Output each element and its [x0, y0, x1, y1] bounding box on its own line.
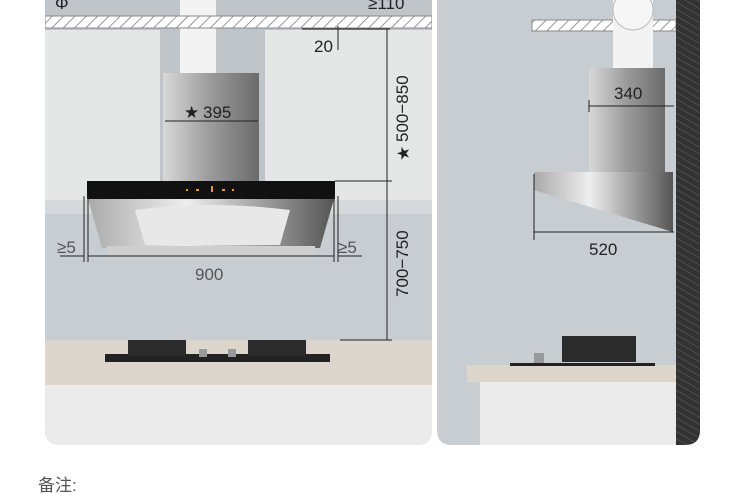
star-icon: ★ — [184, 103, 199, 122]
countertop — [45, 340, 432, 385]
hood-chimney — [589, 68, 665, 172]
ceiling-hatch — [45, 15, 432, 29]
ceiling-gap-label: ≥110 — [368, 0, 404, 13]
side-gap-right-label: ≥5 — [338, 238, 357, 257]
ceiling-offset-label: 20 — [314, 37, 333, 56]
front-view-panel — [45, 0, 432, 445]
left-cabinet — [45, 30, 160, 200]
top-partial-label: Φ — [55, 0, 69, 13]
lower-cabinet — [45, 385, 432, 445]
hood-chimney — [163, 73, 259, 183]
countertop — [467, 365, 676, 382]
install-height-label: 700−750 — [393, 230, 412, 297]
hood-depth-label: 520 — [589, 240, 617, 259]
front-dimension-lines — [60, 26, 392, 341]
chimney-width-label: 395 — [203, 103, 231, 122]
note-label: 备注: — [38, 476, 77, 495]
dark-wall — [676, 0, 700, 445]
gas-stove — [105, 354, 330, 362]
chimney-depth-label: 340 — [614, 84, 642, 103]
lower-cabinet — [480, 382, 676, 445]
hood-width-label: 900 — [195, 265, 223, 284]
right-cabinet — [265, 30, 432, 200]
hood-body — [534, 172, 673, 232]
exhaust-duct — [180, 0, 216, 75]
star-icon: ★ — [394, 146, 413, 161]
side-gap-left-label: ≥5 — [57, 238, 76, 257]
side-dimension-lines — [533, 100, 674, 240]
chimney-height-label: 500−850 — [393, 75, 412, 142]
ceiling-hatch — [531, 19, 677, 32]
gas-stove — [510, 363, 655, 366]
side-view-panel — [437, 0, 700, 445]
